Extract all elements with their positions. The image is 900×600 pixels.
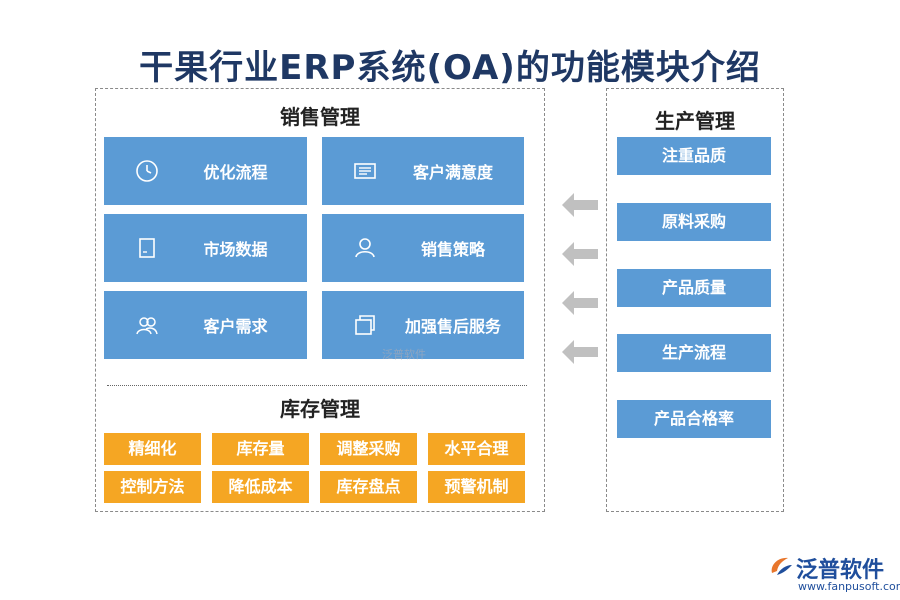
production-item: 产品合格率	[617, 400, 771, 438]
production-panel	[606, 88, 784, 512]
sales-tile-after-sales-service: 加强售后服务	[322, 291, 524, 359]
inventory-chip: 调整采购	[320, 433, 417, 465]
inventory-section-title: 库存管理	[280, 397, 360, 421]
sales-inventory-panel	[95, 88, 545, 512]
logo-url: www.fanpusoft.com	[798, 580, 900, 593]
page-title: 干果行业ERP系统(OA)的功能模块介绍	[139, 48, 761, 88]
pages-icon	[355, 315, 375, 335]
arrow-left-icon	[562, 291, 598, 315]
sales-tile-sales-strategy: 销售策略	[322, 214, 524, 282]
sales-tile-label: 客户需求	[203, 317, 268, 336]
sales-tile-label: 市场数据	[203, 240, 268, 259]
arrow-left-icon	[562, 242, 598, 266]
inventory-chip: 库存量	[212, 433, 309, 465]
sales-tile-optimize-process: 优化流程	[104, 137, 307, 205]
inventory-chip: 水平合理	[428, 433, 525, 465]
production-item: 原料采购	[617, 203, 771, 241]
sales-tile-customer-demand: 客户需求	[104, 291, 307, 359]
user-icon	[355, 238, 375, 258]
sales-section-title: 销售管理	[280, 105, 360, 129]
logo-name: 泛普软件	[796, 558, 885, 583]
arrow-left-icon	[562, 193, 598, 217]
inventory-chip: 预警机制	[428, 471, 525, 503]
production-item: 生产流程	[617, 334, 771, 372]
document-icon	[139, 238, 155, 258]
section-divider	[107, 385, 527, 386]
inventory-chip: 降低成本	[212, 471, 309, 503]
sales-tile-market-data: 市场数据	[104, 214, 307, 282]
card-icon	[354, 163, 376, 179]
watermark: 泛普软件	[382, 348, 426, 361]
inventory-chip: 精细化	[104, 433, 201, 465]
production-item: 产品质量	[617, 269, 771, 307]
inventory-chip: 库存盘点	[320, 471, 417, 503]
clock-icon	[136, 160, 158, 182]
production-section-title: 生产管理	[655, 109, 735, 133]
users-icon	[136, 317, 158, 335]
sales-tile-label: 销售策略	[420, 240, 485, 259]
sales-tile-customer-satisfaction: 客户满意度	[322, 137, 524, 205]
sales-tile-label: 加强售后服务	[404, 317, 501, 336]
sales-tile-label: 客户满意度	[412, 163, 493, 182]
arrow-left-icon	[562, 340, 598, 364]
inventory-chip: 控制方法	[104, 471, 201, 503]
sales-tile-label: 优化流程	[203, 163, 268, 182]
production-item: 注重品质	[617, 137, 771, 175]
logo-icon	[771, 557, 792, 575]
